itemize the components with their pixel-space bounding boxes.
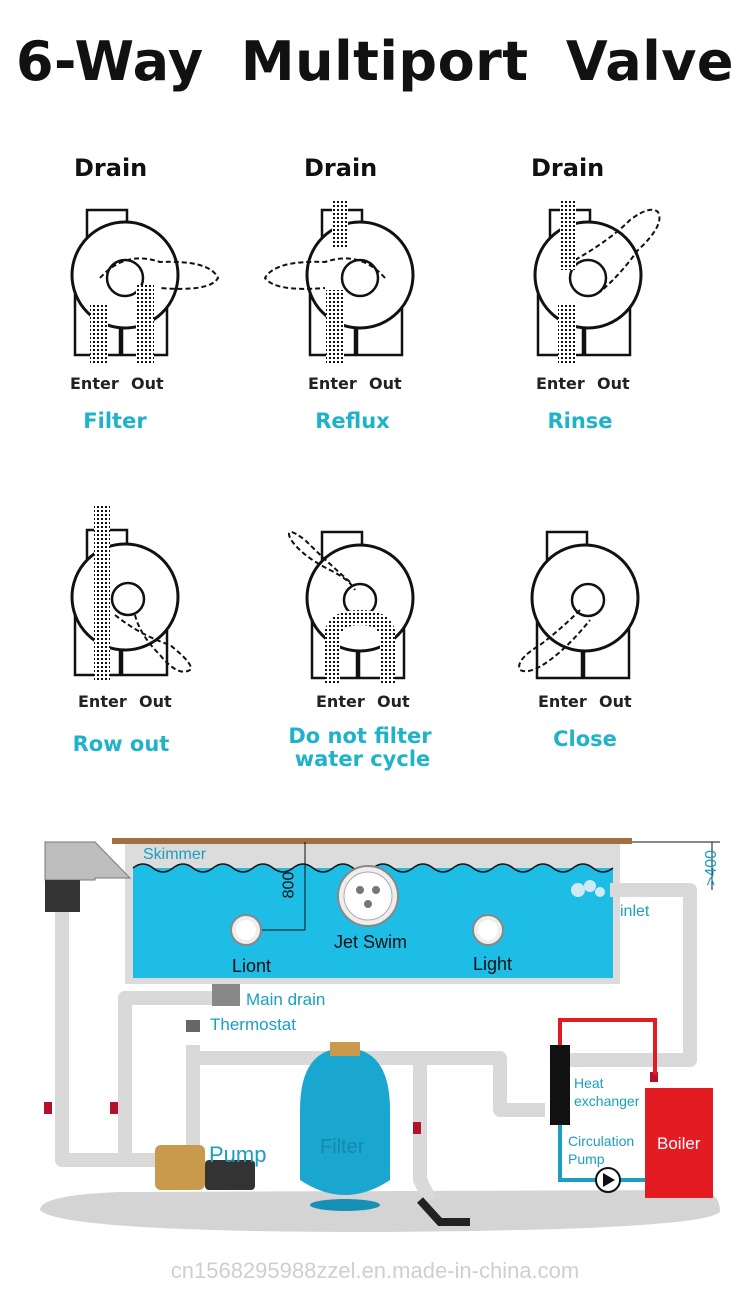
mode-row-out-label: Row out <box>72 732 170 756</box>
out-label: Out <box>369 374 402 393</box>
valve-reflux-diagram <box>263 200 415 365</box>
out-label: Out <box>131 374 164 393</box>
light-left-label: Liont <box>232 956 272 976</box>
valve-close-diagram <box>518 530 640 680</box>
mode-close-label: Close <box>553 727 617 751</box>
pump-label: Pump <box>209 1142 267 1167</box>
valve-filter-diagram <box>70 208 220 365</box>
mode-reflux-label: Reflux <box>315 409 390 433</box>
enter-label: Enter <box>78 692 127 711</box>
skimmer-label: Skimmer <box>143 846 207 863</box>
circulation-pump-label-1: Circulation <box>568 1133 635 1149</box>
valve-bypass-diagram <box>288 530 415 685</box>
inlet-label: inlet <box>620 903 650 920</box>
mode-bypass-label-2: water cycle <box>294 747 431 771</box>
boiler-label: Boiler <box>657 1134 701 1153</box>
heat-exchanger-label-1: Heat <box>574 1075 604 1091</box>
circulation-pump-label-2: Pump <box>568 1151 605 1167</box>
enter-label: Enter <box>308 374 357 393</box>
heat-exchanger-label-2: exchanger <box>574 1093 640 1109</box>
mode-rinse-label: Rinse <box>547 409 613 433</box>
enter-label: Enter <box>536 374 585 393</box>
page-title: 6-Way Multiport Valve <box>15 30 735 93</box>
out-label: Out <box>599 692 632 711</box>
depth-label: 800 <box>280 871 298 899</box>
drain-label: Drain <box>304 154 378 182</box>
height-label: >400 <box>703 849 721 887</box>
mode-bypass-label-1: Do not filter <box>288 724 432 748</box>
mode-filter-label: Filter <box>83 409 147 433</box>
valve-rinse-diagram <box>533 200 661 365</box>
valve-row-out-diagram <box>70 505 192 680</box>
filter-label: Filter <box>320 1136 365 1158</box>
out-label: Out <box>377 692 410 711</box>
watermark: cn1568295988zzel.en.made-in-china.com <box>170 1258 580 1283</box>
drain-label: Drain <box>531 154 605 182</box>
out-label: Out <box>139 692 172 711</box>
out-label: Out <box>597 374 630 393</box>
light-right-label: Light <box>473 954 513 974</box>
enter-label: Enter <box>538 692 587 711</box>
thermostat-label: Thermostat <box>210 1015 296 1034</box>
drain-label: Drain <box>74 154 148 182</box>
pool-system-diagram <box>40 838 720 1232</box>
enter-label: Enter <box>70 374 119 393</box>
jet-swim-label: Jet Swim <box>334 932 408 952</box>
main-drain-label: Main drain <box>246 990 326 1009</box>
enter-label: Enter <box>316 692 365 711</box>
